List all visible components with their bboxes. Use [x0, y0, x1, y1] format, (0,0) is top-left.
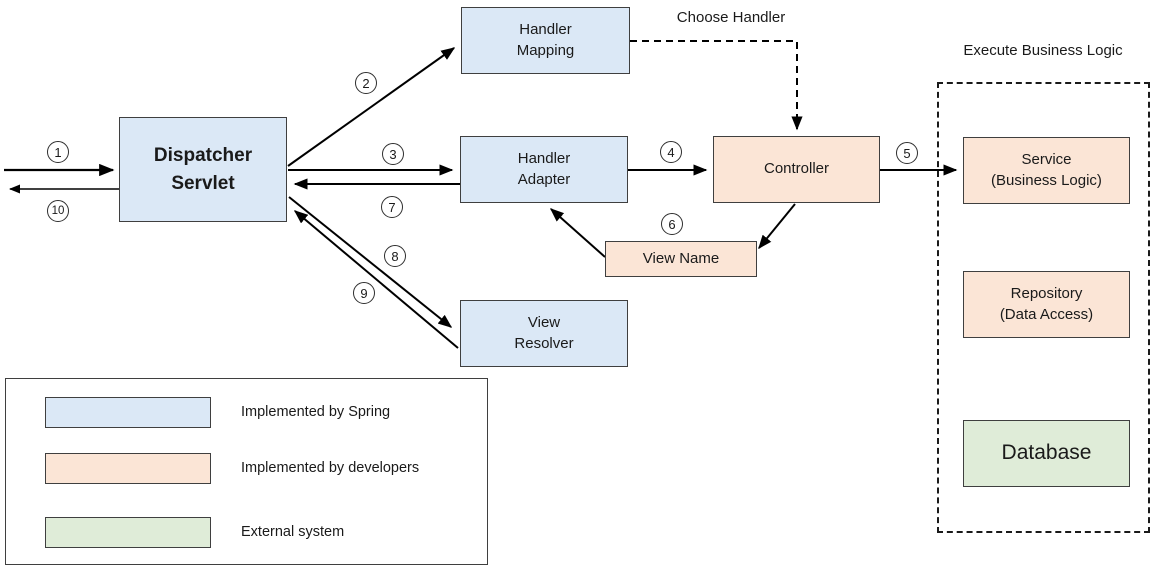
step-badge-3: 3 [382, 143, 404, 165]
node-view-name: View Name [605, 241, 757, 277]
node-label: Controller [763, 160, 830, 178]
node-label: Handler [517, 150, 571, 168]
execute-business-logic-label: Execute Business Logic [963, 42, 1123, 59]
step-badge-10: 10 [47, 200, 69, 222]
step-badge-9: 9 [353, 282, 375, 304]
edge-step2-to-handler-mapping [287, 47, 456, 167]
node-label: Handler [519, 21, 572, 39]
edge-step8-to-view-resolver [288, 196, 453, 328]
node-label: Service [1021, 151, 1072, 169]
execute-business-logic-region [937, 82, 1150, 533]
node-label: Servlet [171, 172, 235, 194]
edge-step9-to-dispatcher [293, 210, 459, 349]
node-label: Adapter [517, 170, 571, 188]
edge-step6-to-handler-adapter [549, 208, 606, 258]
node-label: (Business Logic) [991, 171, 1102, 189]
edge-controller-to-view-name [758, 203, 796, 250]
node-controller: Controller [713, 136, 880, 203]
legend-label-developer: Implemented by developers [241, 460, 420, 476]
node-label: Dispatcher [153, 144, 253, 166]
node-handler-adapter: Handler Adapter [460, 136, 628, 203]
edge-choose-handler-dashed [630, 40, 803, 131]
node-label: Repository [1010, 285, 1083, 303]
step-badge-2: 2 [355, 72, 377, 94]
choose-handler-label: Choose Handler [676, 9, 786, 26]
node-label: View Name [642, 249, 720, 267]
node-label: Database [1001, 441, 1092, 465]
node-database: Database [963, 420, 1130, 487]
step-badge-4: 4 [660, 141, 682, 163]
step-badge-7: 7 [381, 196, 403, 218]
legend-swatch-spring [45, 397, 211, 428]
node-label: View [527, 314, 561, 332]
node-service: Service (Business Logic) [963, 137, 1130, 204]
legend-swatch-external [45, 517, 211, 548]
node-handler-mapping: Handler Mapping [461, 7, 630, 74]
step-badge-8: 8 [384, 245, 406, 267]
node-view-resolver: View Resolver [460, 300, 628, 367]
step-badge-5: 5 [896, 142, 918, 164]
step-badge-1: 1 [47, 141, 69, 163]
step-badge-6: 6 [661, 213, 683, 235]
legend-swatch-developer [45, 453, 211, 484]
node-repository: Repository (Data Access) [963, 271, 1130, 338]
node-label: Mapping [516, 41, 575, 59]
node-dispatcher-servlet: Dispatcher Servlet [119, 117, 287, 222]
legend-label-spring: Implemented by Spring [241, 404, 391, 420]
legend-box: Implemented by Spring Implemented by dev… [5, 378, 488, 565]
node-label: (Data Access) [999, 305, 1094, 323]
legend-label-external: External system [241, 524, 345, 540]
node-label: Resolver [514, 334, 574, 352]
